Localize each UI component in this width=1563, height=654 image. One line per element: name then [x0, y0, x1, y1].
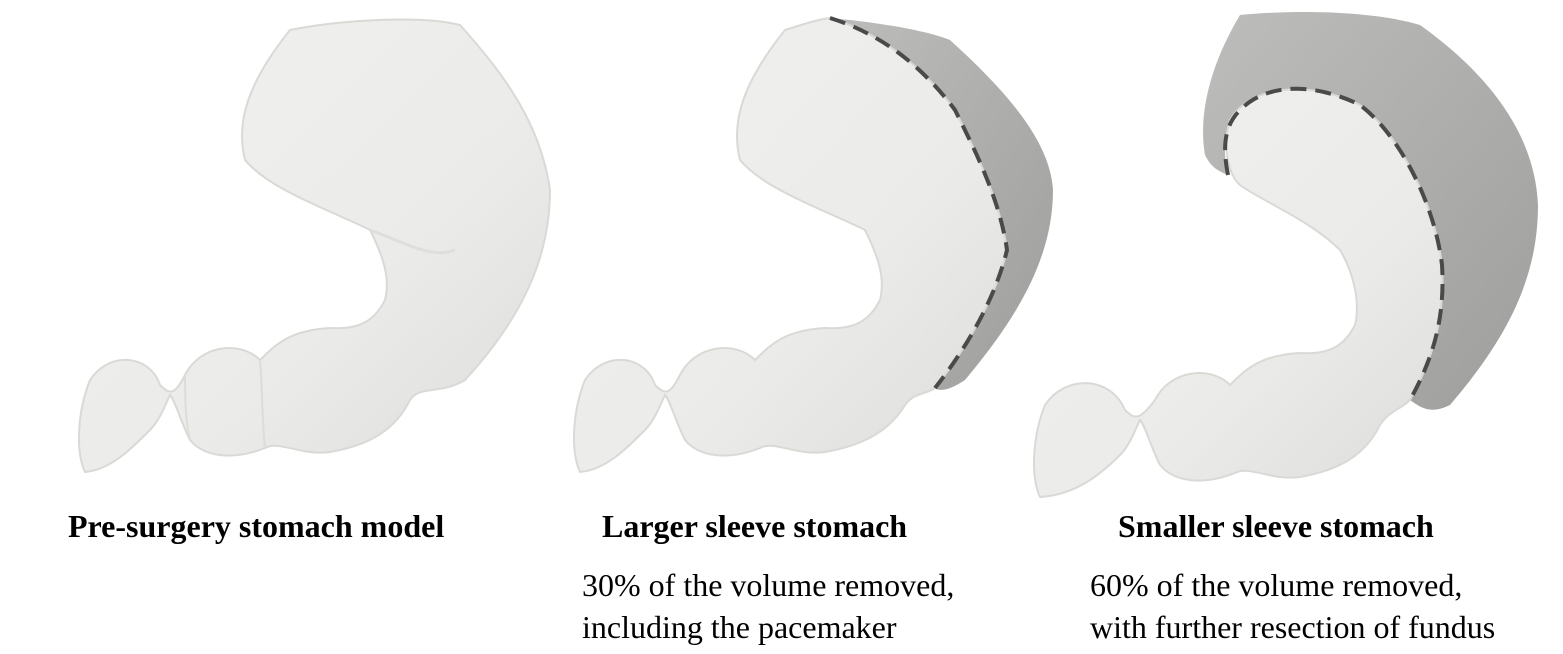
caption-line: with further resection of fundus: [1090, 609, 1496, 645]
panel-caption-larger-sleeve: 30% of the volume removed, including the…: [582, 564, 954, 648]
panel-title-pre-surgery: Pre-surgery stomach model: [68, 508, 445, 544]
larger-sleeve-stomach-model: [572, 16, 1053, 474]
caption-line: 60% of the volume removed,: [1090, 567, 1463, 603]
pre-surgery-stomach-model: [77, 18, 551, 474]
sleeve-body: [1032, 88, 1444, 499]
panel-title-larger-sleeve: Larger sleeve stomach: [602, 508, 908, 544]
panel-title-smaller-sleeve: Smaller sleeve stomach: [1118, 508, 1434, 544]
smaller-sleeve-stomach-model: [1032, 12, 1538, 499]
removed-region: [830, 18, 1053, 390]
caption-line: 30% of the volume removed,: [582, 567, 955, 603]
cut-line: [1223, 86, 1445, 401]
panel-caption-smaller-sleeve: 60% of the volume removed, with further …: [1090, 564, 1495, 648]
cut-line: [829, 16, 1010, 390]
removed-region: [1203, 12, 1538, 410]
caption-line: including the pacemaker: [582, 609, 897, 645]
